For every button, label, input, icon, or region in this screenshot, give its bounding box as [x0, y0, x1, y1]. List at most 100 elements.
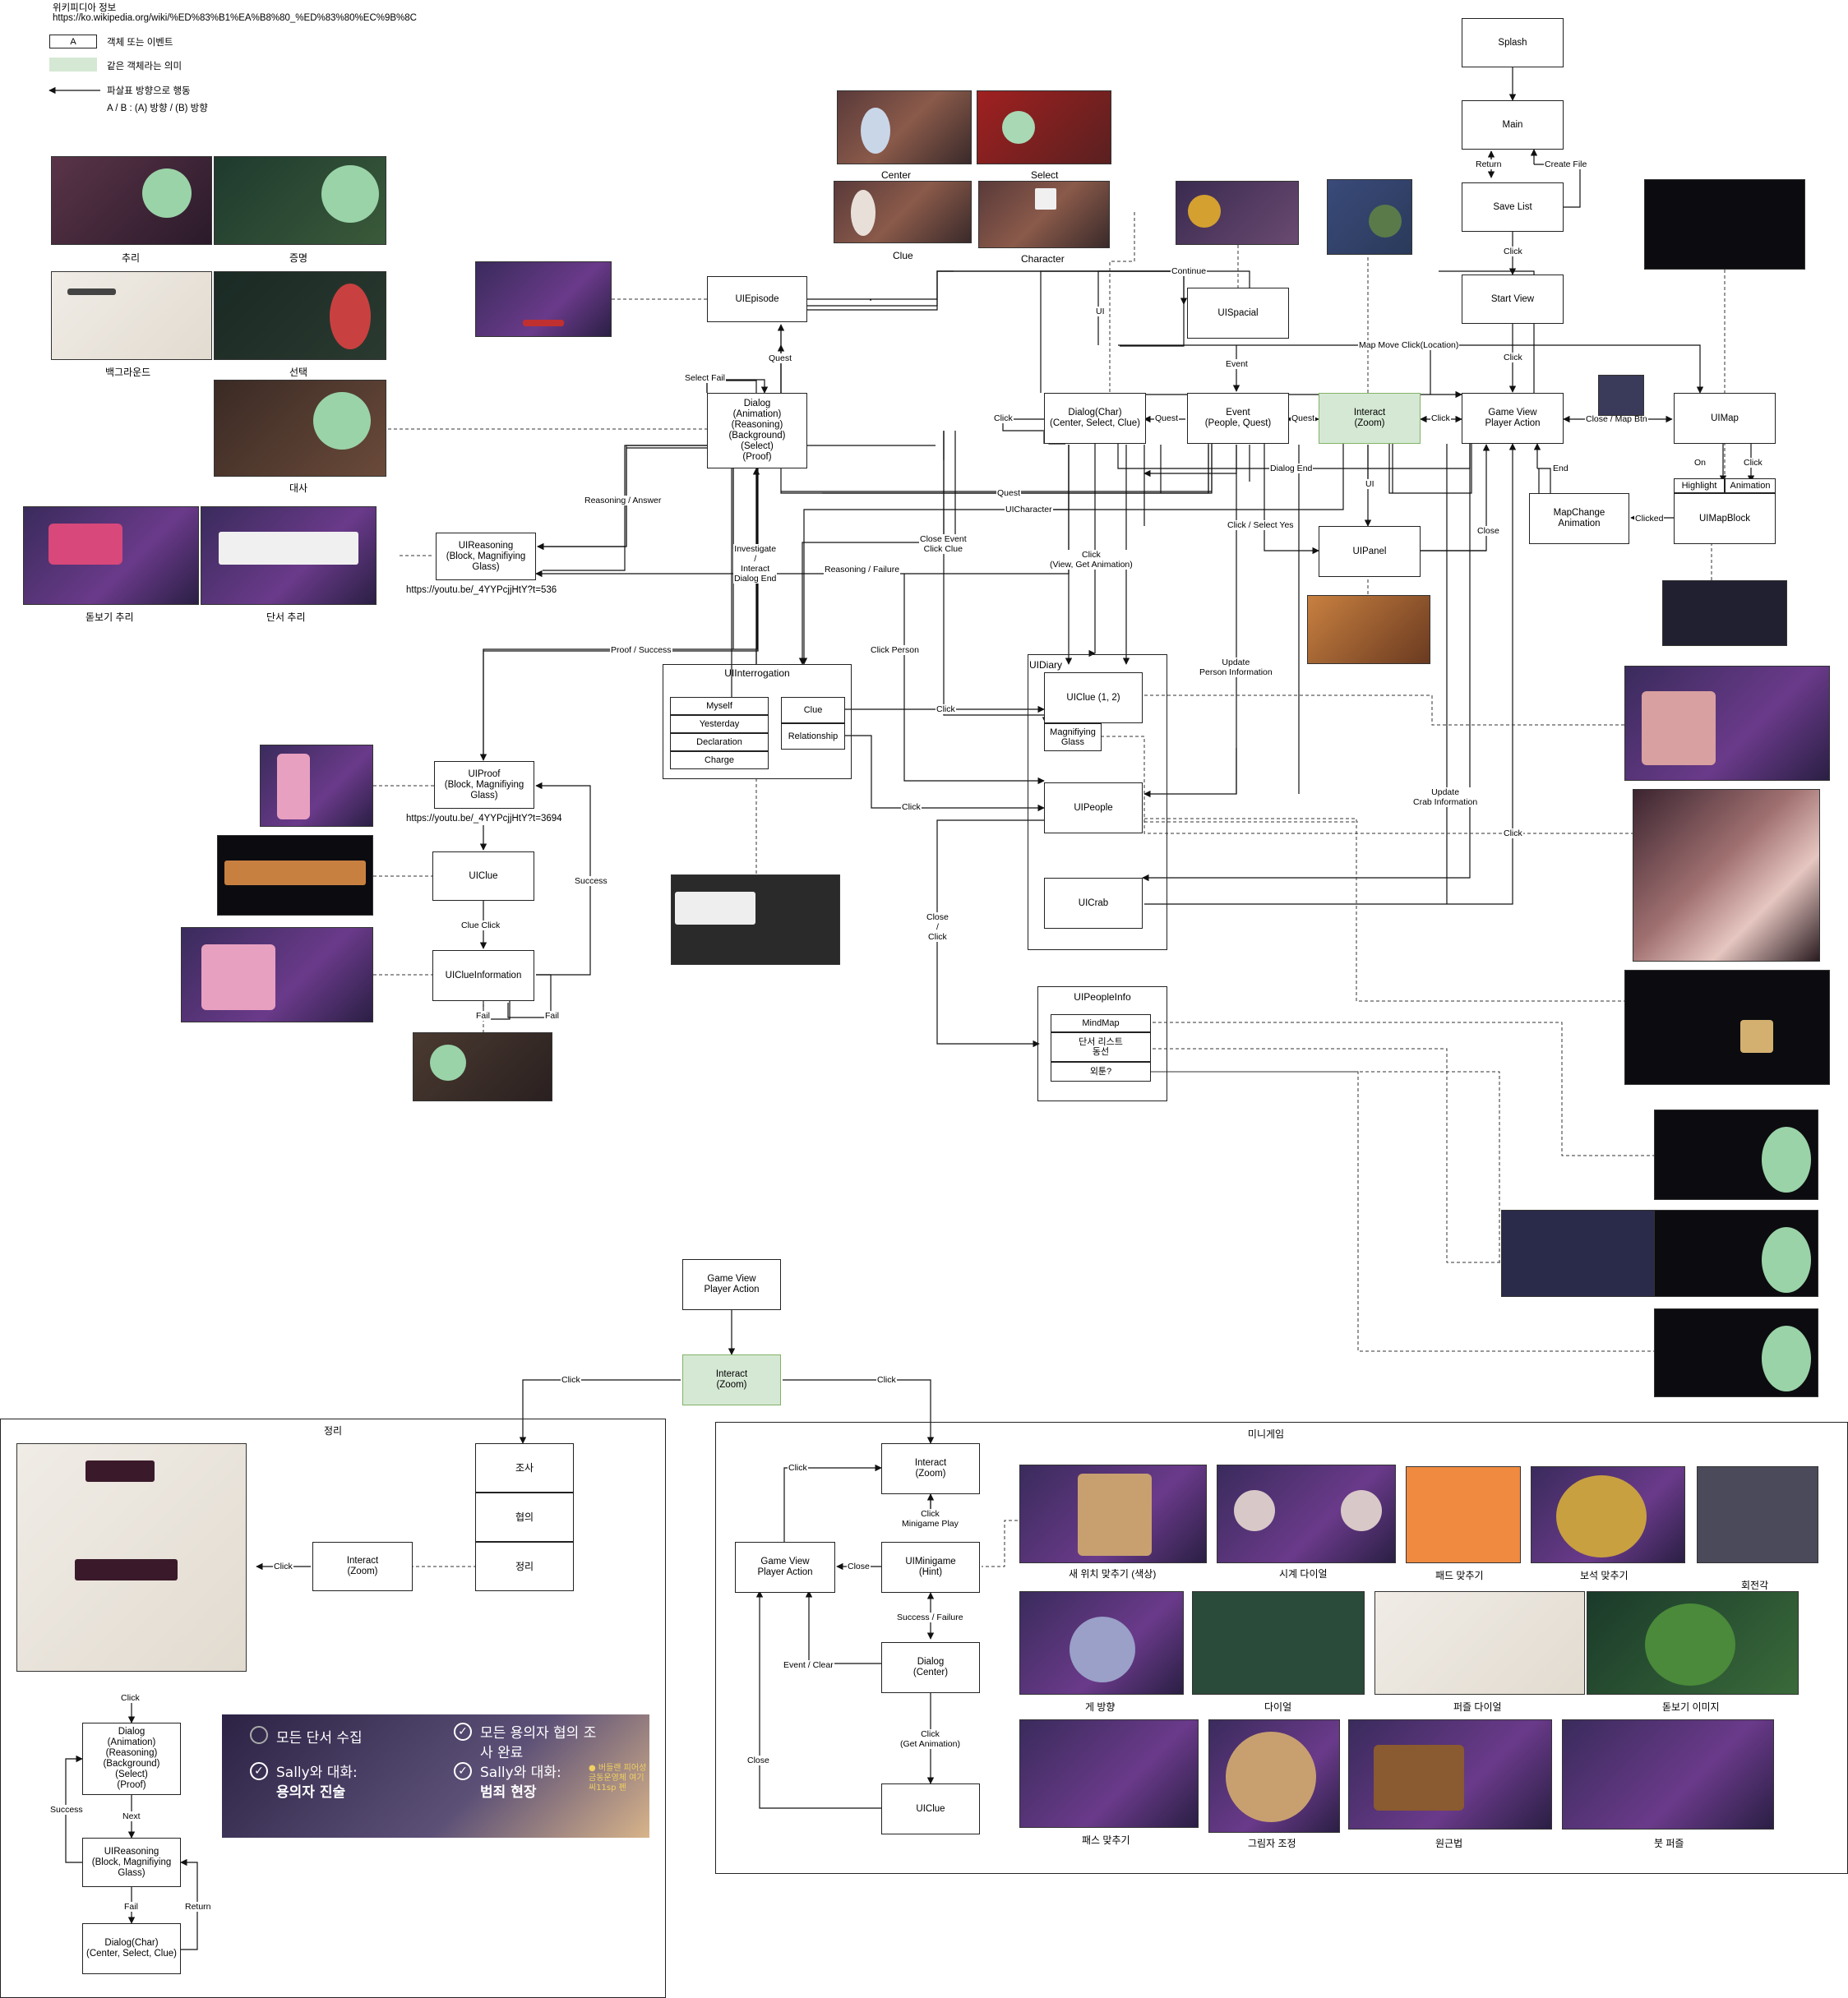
node-uimap[interactable]: UIMap: [1674, 393, 1776, 444]
node-highlight[interactable]: Highlight: [1674, 478, 1725, 493]
node-uipeople[interactable]: UIPeople: [1044, 782, 1143, 833]
node-interact-2[interactable]: Interact (Zoom): [682, 1354, 781, 1405]
node-start-view[interactable]: Start View: [1462, 275, 1564, 324]
screenshot-magnifying-glass: [1633, 789, 1820, 962]
node-mg-uiminigame[interactable]: UIMinigame (Hint): [881, 1542, 980, 1593]
screenshot-mindmap: [1654, 1110, 1818, 1200]
mg-shot-magnifier-image: [1587, 1591, 1799, 1695]
node-dialogchar-3[interactable]: Dialog(Char) (Center, Select, Clue): [82, 1923, 181, 1974]
people-item-outfit[interactable]: 외툰?: [1051, 1062, 1151, 1082]
node-uiepisode[interactable]: UIEpisode: [707, 276, 807, 322]
node-gameview-2[interactable]: Game View Player Action: [682, 1259, 781, 1310]
label-on: On: [1693, 458, 1707, 468]
label-update-person: Update Person Information: [1199, 658, 1273, 677]
caption-chuli: 추리: [122, 252, 141, 264]
node-mapchange[interactable]: MapChange Animation: [1529, 493, 1629, 544]
screenshot-summary: [16, 1443, 247, 1672]
node-uiclue[interactable]: UIClue: [432, 851, 534, 901]
people-item-mindmap[interactable]: MindMap: [1051, 1014, 1151, 1032]
label-ui-1: UI: [1095, 307, 1106, 316]
node-splash[interactable]: Splash: [1462, 18, 1564, 67]
node-save-list[interactable]: Save List: [1462, 182, 1564, 232]
node-uimapblock[interactable]: UIMapBlock: [1674, 493, 1776, 544]
people-item-clue-list[interactable]: 단서 리스트 동선: [1051, 1032, 1151, 1062]
label-click-get-anim: Click (Get Animation): [899, 1729, 961, 1749]
node-mg-gameview[interactable]: Game View Player Action: [735, 1542, 835, 1593]
label-reasoning-failure: Reasoning / Failure: [824, 565, 901, 574]
interro-item-yesterday[interactable]: Yesterday: [670, 715, 769, 733]
label-select-fail: Select Fail: [684, 373, 727, 383]
node-uiclue12[interactable]: UIClue (1, 2): [1044, 672, 1143, 723]
node-game-view[interactable]: Game View Player Action: [1462, 393, 1564, 444]
node-dialog-char[interactable]: Dialog(Char) (Center, Select, Clue): [1044, 393, 1146, 444]
label-continue: Continue: [1171, 266, 1208, 276]
caption-select: Select: [1031, 169, 1059, 181]
left-cell-consult[interactable]: 협의: [475, 1493, 574, 1542]
screenshot-timeline: [1654, 1210, 1818, 1297]
label-return-2: Return: [184, 1902, 212, 1912]
interro-clue[interactable]: Clue: [781, 697, 845, 723]
screenshot-uiclue: [217, 835, 373, 916]
label-clue-click: Clue Click: [460, 921, 501, 930]
node-uiproof[interactable]: UIProof (Block, Magnifiying Glass): [434, 761, 534, 809]
interro-relationship[interactable]: Relationship: [781, 723, 845, 750]
interro-item-declaration[interactable]: Declaration: [670, 733, 769, 751]
label-click-9: Click: [561, 1375, 581, 1385]
node-mg-uiclue[interactable]: UIClue: [881, 1783, 980, 1834]
label-proof-success: Proof / Success: [610, 645, 672, 655]
label-end: End: [1552, 464, 1569, 473]
legend-green-text: 같은 객체라는 의미: [107, 62, 182, 72]
node-uireasoning-3[interactable]: UIReasoning (Block, Magnifiying Glass): [82, 1838, 181, 1887]
label-click-7: Click: [901, 802, 922, 812]
mg-caption-brush: 붓 퍼즐: [1654, 1838, 1684, 1849]
node-animation[interactable]: Animation: [1725, 478, 1776, 493]
proof-video-link[interactable]: https://youtu.be/_4YYPcjjHtY?t=3694: [406, 814, 562, 824]
node-uipanel[interactable]: UIPanel: [1319, 526, 1421, 577]
screenshot-clue-list: [1501, 1210, 1657, 1297]
label-map-move: Map Move Click(Location): [1358, 340, 1460, 350]
banner-check-2: ✓: [250, 1762, 268, 1780]
uiinterrogation-title: UIInterrogation: [724, 667, 790, 679]
node-dialog-main[interactable]: Dialog (Animation) (Reasoning) (Backgrou…: [707, 393, 807, 468]
label-click-4: Click: [993, 413, 1014, 423]
node-interact-3[interactable]: Interact (Zoom): [312, 1542, 413, 1591]
node-uispacial[interactable]: UISpacial: [1187, 288, 1289, 339]
screenshot-map-btn: [1598, 375, 1644, 416]
label-click-select-yes: Click / Select Yes: [1227, 520, 1295, 530]
caption-background: 백그라운드: [105, 367, 151, 378]
node-uireasoning[interactable]: UIReasoning (Block, Magnifiying Glass): [436, 533, 536, 580]
node-uiclueinfo[interactable]: UIClueInformation: [432, 950, 534, 1001]
reasoning-video-link[interactable]: https://youtu.be/_4YYPcjjHtY?t=536: [406, 585, 557, 595]
node-main[interactable]: Main: [1462, 100, 1564, 150]
interro-item-charge[interactable]: Charge: [670, 751, 769, 769]
node-dialog-3[interactable]: Dialog (Animation) (Reasoning) (Backgrou…: [82, 1723, 181, 1795]
banner-check-1: [250, 1726, 268, 1744]
mg-caption-pad: 패드 맞추기: [1435, 1570, 1484, 1581]
mg-caption-gem: 보석 맞추기: [1580, 1570, 1629, 1581]
label-click-12: Click: [120, 1693, 141, 1703]
node-magnifying[interactable]: Magnifiying Glass: [1044, 723, 1102, 751]
node-event[interactable]: Event (People, Quest): [1187, 393, 1289, 444]
legend-box-text: 객체 또는 이벤트: [107, 38, 173, 48]
legend-arrow-text: 파살표 방향으로 행동: [107, 86, 191, 96]
screenshot-center: [837, 90, 972, 164]
screenshot-reasoning: [51, 156, 212, 245]
mg-shot-gem: [1531, 1466, 1685, 1563]
node-mg-dialog[interactable]: Dialog (Center): [881, 1642, 980, 1693]
label-click-5: Click: [1743, 458, 1763, 468]
header-url[interactable]: https://ko.wikipedia.org/wiki/%ED%83%B1%…: [53, 13, 417, 23]
label-click-2: Click: [1503, 353, 1523, 362]
node-mg-interact[interactable]: Interact (Zoom): [881, 1443, 980, 1494]
label-click-13: Click: [788, 1463, 808, 1473]
caption-clue: Clue: [893, 250, 913, 261]
node-uicrab[interactable]: UICrab: [1044, 878, 1143, 929]
interro-item-myself[interactable]: Myself: [670, 697, 769, 715]
left-cell-summary[interactable]: 정리: [475, 1542, 574, 1591]
screenshot-magnifier-reasoning: [23, 506, 199, 605]
label-click-3: Click: [1430, 413, 1451, 423]
screenshot-uiproof: [260, 745, 373, 827]
left-cell-investigate[interactable]: 조사: [475, 1443, 574, 1493]
screenshot-outfit: [1654, 1308, 1818, 1397]
node-interact[interactable]: Interact (Zoom): [1319, 393, 1421, 444]
